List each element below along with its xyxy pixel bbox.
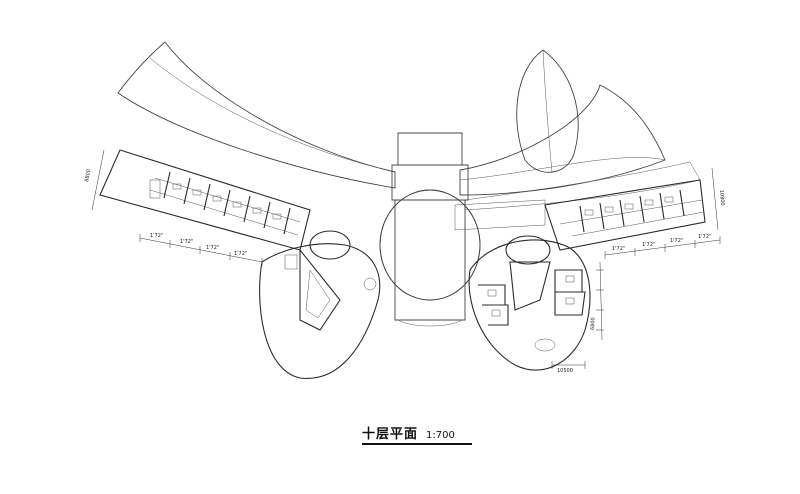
right-roof-canopy <box>454 84 701 231</box>
drawing-title: 十层平面 <box>362 427 419 442</box>
dim-label: 1'72" <box>642 242 655 248</box>
caption-underline <box>362 443 472 445</box>
left-dimension-line: 1'72" 1'72" 1'72" 1'72" 8800 <box>84 149 263 266</box>
central-core <box>379 132 481 327</box>
drawing-caption: 十层平面 1:700 <box>362 423 482 443</box>
dim-label: 8800 <box>84 169 92 183</box>
right-dimension-line: 1'72" 1'72" 1'72" 1'72" 10800 6800 10500 <box>551 167 725 374</box>
leaf-skylight <box>516 49 579 173</box>
dim-label: 1'72" <box>698 234 711 240</box>
dim-label: 10800 <box>718 190 725 206</box>
right-lobe <box>468 235 591 371</box>
dim-label: 1'72" <box>670 238 683 244</box>
dim-label: 10500 <box>557 368 573 374</box>
dim-label: 1'72" <box>206 245 219 251</box>
dim-label: 1'72" <box>180 239 193 245</box>
drawing-scale: 1:700 <box>426 430 455 441</box>
left-lobe <box>259 230 381 379</box>
dim-label: 6800 <box>590 317 596 330</box>
right-room-wing <box>544 179 706 251</box>
left-roof-canopy <box>117 41 396 189</box>
dim-label: 1'72" <box>612 246 625 252</box>
dim-label: 1'72" <box>150 233 163 239</box>
left-room-wing <box>99 149 311 251</box>
dim-label: 1'72" <box>234 251 247 257</box>
